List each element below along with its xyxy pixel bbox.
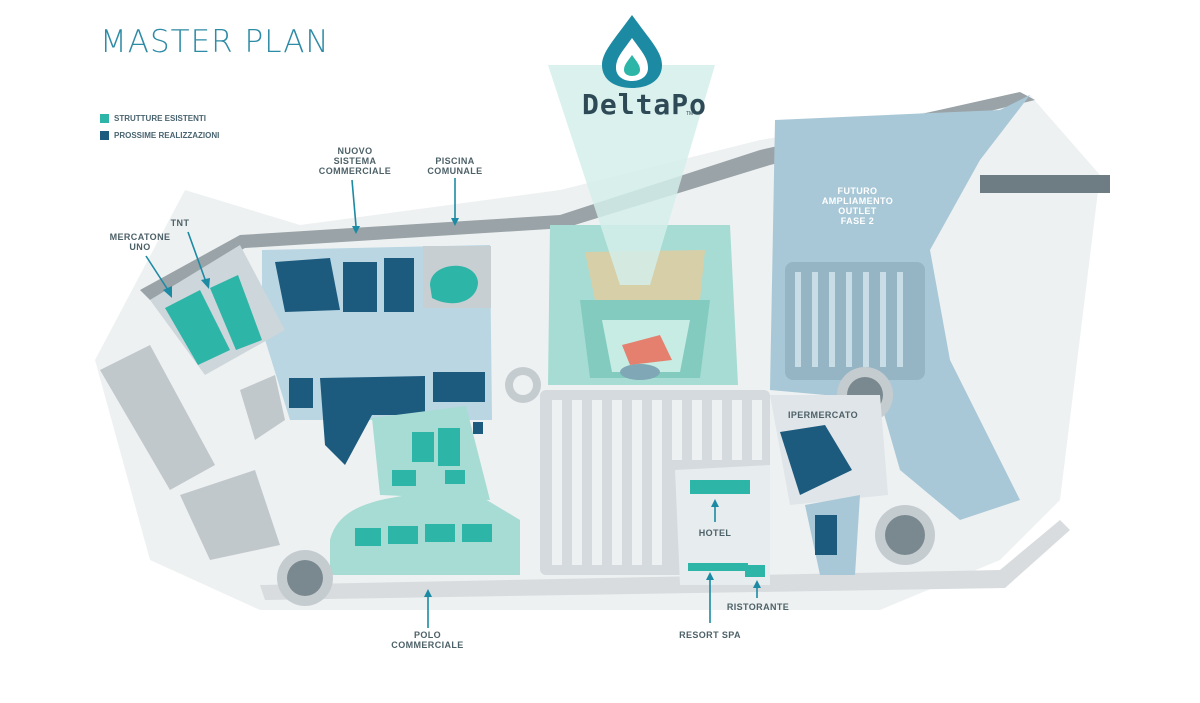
existing-buildings-polo — [355, 428, 492, 546]
label-futuro: FUTURO AMPLIAMENTO OUTLET FASE 2 — [821, 186, 894, 226]
drop-logo-icon — [602, 15, 662, 88]
hotel-building — [690, 480, 750, 494]
brand-trademark: TM — [686, 111, 694, 117]
legend-label: PROSSIME REALIZZAZIONI — [114, 130, 220, 140]
label-piscina: PISCINA COMUNALE — [427, 156, 483, 176]
parking-rows — [552, 400, 762, 565]
left-parking — [100, 345, 285, 560]
label-ipermercato: IPERMERCATO — [787, 410, 859, 420]
ipermercato-building — [780, 425, 852, 495]
outlet-pavilion — [622, 335, 672, 365]
main-road — [260, 520, 1070, 600]
logo-beam — [548, 65, 715, 285]
legend-item-planned: PROSSIME REALIZZAZIONI — [100, 128, 219, 142]
legend-swatch-planned — [100, 130, 109, 140]
legend-item-existing: STRUTTURE ESISTENTI — [100, 111, 219, 125]
label-resort: RESORT SPA — [679, 630, 741, 640]
page-title: MASTER PLAN — [100, 24, 330, 60]
access-road — [980, 175, 1110, 193]
brand-name: DeltaPo — [582, 88, 708, 121]
piscina-building — [430, 265, 478, 304]
tnt-building — [210, 275, 262, 350]
area-hotel — [675, 465, 770, 585]
label-ristorante: RISTORANTE — [726, 602, 790, 612]
resort-building — [688, 563, 748, 571]
label-nuovo-sistema: NUOVO SISTEMA COMMERCIALE — [318, 146, 392, 176]
legend: STRUTTURE ESISTENTI PROSSIME REALIZZAZIO… — [100, 111, 219, 145]
outlet-fountain — [620, 364, 660, 380]
label-tnt: TNT — [170, 218, 190, 228]
outlet-parking — [785, 262, 925, 380]
label-hotel: HOTEL — [698, 528, 732, 538]
legend-label: STRUTTURE ESISTENTI — [114, 113, 207, 123]
label-polo: POLO COMMERCIALE — [391, 630, 464, 650]
planned-buildings — [275, 258, 485, 465]
label-mercatone: MERCATONE UNO — [109, 232, 171, 252]
legend-swatch-existing — [100, 113, 109, 123]
ristorante-building — [745, 565, 765, 577]
mercatone-building — [165, 290, 230, 365]
label-arrows — [145, 178, 761, 628]
